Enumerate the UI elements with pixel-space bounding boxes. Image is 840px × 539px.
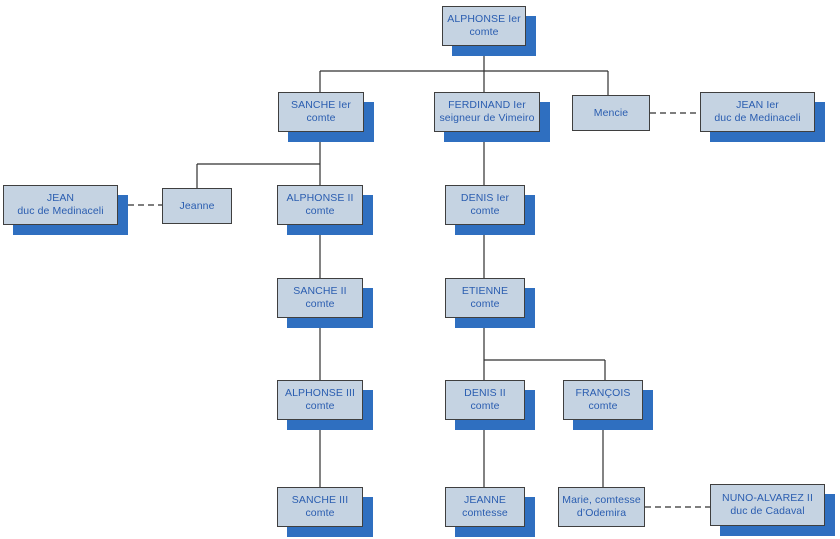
person-title: comte <box>305 400 335 412</box>
person-title: comte <box>470 400 500 412</box>
person-name: ALPHONSE II <box>286 192 354 204</box>
person-name: ALPHONSE III <box>284 387 356 399</box>
person-title: d’Odemira <box>576 507 627 519</box>
person-name: NUNO-ALVAREZ II <box>722 492 813 504</box>
person-title: comte <box>306 112 336 124</box>
person-name: JEAN Ier <box>736 99 779 111</box>
person-name: DENIS Ier <box>460 192 510 204</box>
person-node-mencie[interactable]: Mencie <box>572 95 650 131</box>
person-title: duc de Cadaval <box>730 505 805 517</box>
person-name: JEAN <box>46 192 75 204</box>
person-title: comte <box>305 205 335 217</box>
person-name: SANCHE Ier <box>291 99 351 111</box>
person-title: duc de Medinaceli <box>17 205 104 217</box>
person-name: JEANNE <box>463 494 507 506</box>
person-title: comte <box>470 298 500 310</box>
person-name: FRANÇOIS <box>575 387 631 399</box>
person-name: ALPHONSE Ier <box>447 13 521 25</box>
person-name: ETIENNE <box>461 285 509 297</box>
person-title: seigneur de Vimeiro <box>439 112 535 124</box>
person-name: DENIS II <box>464 387 506 399</box>
person-node-jeanne_w[interactable]: Jeanne <box>162 188 232 224</box>
person-title: comtesse <box>462 507 508 519</box>
person-title: comte <box>470 205 500 217</box>
person-title: comte <box>305 298 335 310</box>
person-name: SANCHE II <box>293 285 347 297</box>
person-name: Jeanne <box>179 199 215 212</box>
person-title: comte <box>469 26 499 38</box>
person-title: duc de Medinaceli <box>714 112 801 124</box>
person-name: FERDINAND Ier <box>448 99 526 111</box>
person-name: Marie, comtesse <box>562 494 641 506</box>
person-name: SANCHE III <box>291 494 349 506</box>
person-name: Mencie <box>593 106 629 119</box>
person-title: comte <box>588 400 618 412</box>
person-title: comte <box>305 507 335 519</box>
